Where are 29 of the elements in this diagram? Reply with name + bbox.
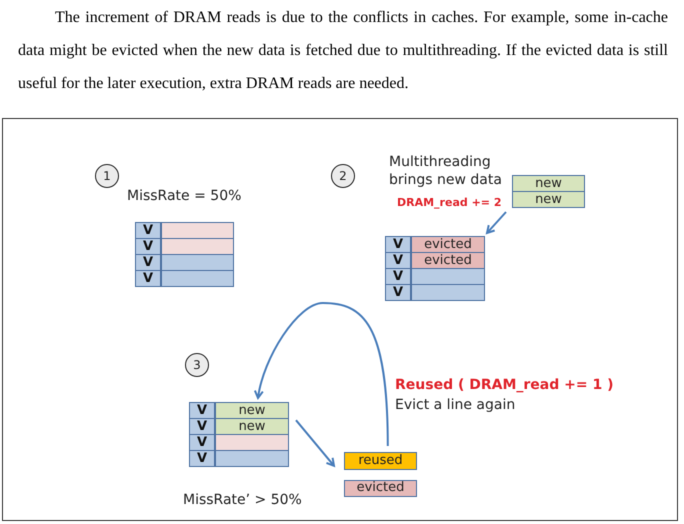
note-text: MissRate’ > 50% [183, 492, 302, 510]
valid-bit: V [136, 255, 160, 270]
annotation-text: Reused ( DRAM_read += 1 ) [395, 377, 614, 394]
valid-bit: V [190, 419, 214, 434]
valid-bit: V [190, 435, 214, 450]
arrow [295, 420, 335, 467]
step-number: 3 [185, 353, 209, 377]
valid-bit: V [386, 285, 410, 300]
cache-table [189, 402, 289, 467]
cache-table [385, 236, 485, 301]
arrow [254, 302, 389, 446]
cache-table [512, 175, 585, 208]
cache-table [135, 222, 234, 287]
step-number: 1 [95, 164, 119, 188]
note-text: Multithreading brings new data [389, 154, 503, 189]
arrow [486, 211, 507, 234]
valid-bit: V [136, 271, 160, 286]
valid-bit: V [386, 253, 410, 268]
valid-bit: V [190, 451, 214, 466]
step-number: 2 [331, 164, 355, 188]
annotation-text: DRAM_read += 2 [397, 196, 502, 210]
valid-bit: V [386, 237, 410, 252]
valid-bit: V [136, 239, 160, 254]
note-text: MissRate = 50% [127, 188, 242, 206]
valid-bit: V [190, 403, 214, 418]
valid-bit: V [136, 223, 160, 238]
note-text: Evict a line again [395, 397, 516, 414]
valid-bit: V [386, 269, 410, 284]
paragraph: The increment of DRAM reads is due to the conflicts in caches. For example, some in-cache data might be evicted when the new data is fetched due to multithreading. If the evicted data is still useful for the later execution, extra DRAM reads are needed. [18, 8, 668, 94]
